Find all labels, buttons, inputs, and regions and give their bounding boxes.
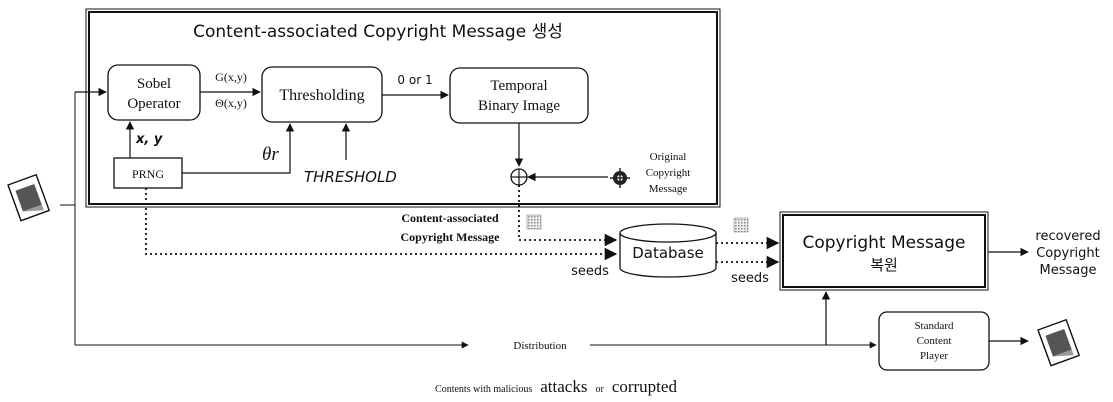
- xy-label: x, y: [135, 132, 163, 147]
- distribution-label: Distribution: [513, 340, 567, 352]
- caption-big2: corrupted: [612, 377, 678, 396]
- g-xy-label: G(x,y): [215, 70, 247, 84]
- recover-label-line1: Copyright Message: [803, 233, 966, 253]
- original-label-line1: Original: [650, 151, 687, 163]
- copyright-recover-block: [779, 211, 989, 291]
- assoc-label-line1: Content-associated: [401, 211, 499, 225]
- zero-or-one-label: 0 or 1: [397, 73, 432, 87]
- original-label-line3: Message: [649, 183, 688, 195]
- xor-icon: [510, 168, 528, 186]
- prng-to-threshold-arrow: [182, 123, 295, 174]
- watermark-pattern-icon-2: [733, 217, 749, 233]
- theta-xy-label: Θ(x,y): [215, 96, 247, 110]
- document-icon-output: [1037, 318, 1081, 367]
- recovered-label-line3: Message: [1040, 263, 1097, 278]
- sobel-label-line2: Operator: [127, 96, 180, 112]
- thresholding-label: Thresholding: [279, 87, 364, 104]
- sobel-label-line1: Sobel: [137, 76, 171, 92]
- temporal-label-line1: Temporal: [490, 78, 547, 94]
- player-label-line2: Content: [917, 335, 952, 347]
- seeds-left-label: seeds: [571, 264, 609, 279]
- prng-seeds-dotted-arrow: [145, 188, 618, 261]
- xor-to-database-dotted-arrow: [518, 185, 618, 247]
- recovered-label-line1: recovered: [1035, 229, 1100, 244]
- generation-panel: [85, 8, 721, 208]
- assoc-label-line2: Copyright Message: [401, 230, 501, 244]
- thresholding-block: Thresholding: [261, 66, 383, 123]
- panel-title: Content-associated Copyright Message 생성: [193, 22, 563, 42]
- database-cylinder: [619, 223, 717, 278]
- temporal-label-line2: Binary Image: [478, 98, 560, 114]
- prng-label: PRNG: [132, 167, 164, 181]
- database-label: Database: [632, 244, 704, 262]
- bottom-caption: Contents with malicious attacks or corru…: [435, 377, 677, 396]
- document-icon: [7, 173, 51, 222]
- caption-mid: or: [595, 384, 604, 395]
- sobel-operator-block: Sobel Operator: [107, 64, 201, 121]
- player-label-line1: Standard: [914, 320, 954, 332]
- caption-small: Contents with malicious: [435, 384, 532, 395]
- watermark-pattern-icon: [526, 214, 542, 230]
- threshold-label: THRESHOLD: [304, 168, 397, 186]
- standard-content-player-block: Standard Content Player: [878, 311, 990, 371]
- temporal-binary-image-block: Temporal Binary Image: [449, 67, 589, 124]
- theta-r-label: θr: [262, 144, 279, 165]
- player-label-line3: Player: [920, 350, 948, 362]
- prng-block: PRNG: [113, 157, 183, 189]
- original-label-line2: Copyright: [646, 167, 691, 179]
- recovered-label-line2: Copyright: [1036, 246, 1100, 261]
- seeds-right-label: seeds: [731, 271, 769, 286]
- caption-big1: attacks: [540, 377, 587, 396]
- recover-label-line2: 복원: [870, 256, 898, 274]
- seal-icon: [610, 168, 630, 188]
